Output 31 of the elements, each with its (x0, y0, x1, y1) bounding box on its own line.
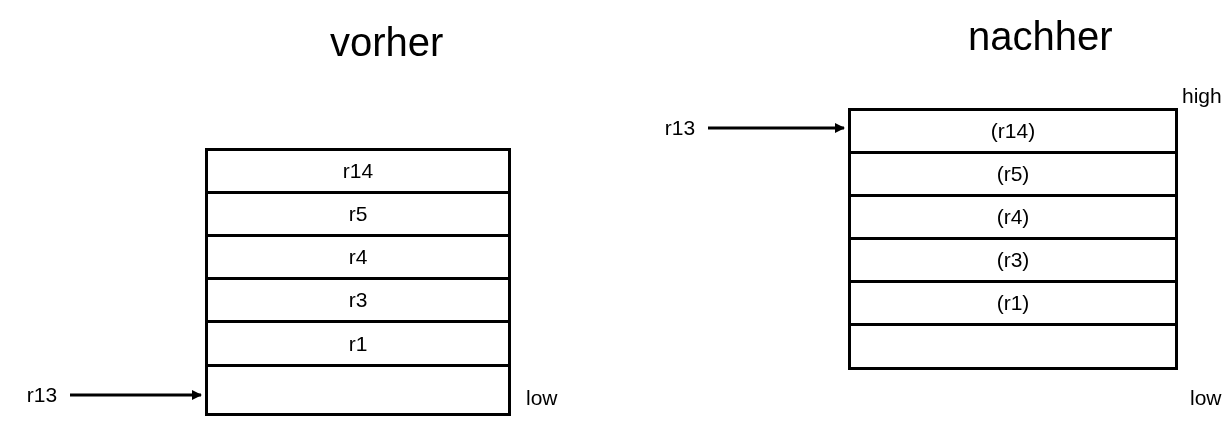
register-name: (r1) (996, 291, 1030, 315)
stack-cell (205, 364, 511, 416)
arrow (70, 390, 202, 400)
register-name: (r3) (996, 248, 1030, 272)
stack-cell (848, 323, 1178, 370)
register-name: r1 (348, 331, 368, 356)
register-name: (r14) (990, 119, 1036, 143)
end-label: low (1190, 386, 1222, 410)
end-label: low (526, 386, 558, 410)
stack-cell (205, 148, 511, 194)
register-name: r14 (342, 159, 374, 183)
title: nachher (968, 14, 1113, 59)
register-name: r3 (348, 288, 368, 312)
register-name: r5 (348, 202, 368, 226)
stack-cell (848, 108, 1178, 154)
title: vorher (330, 20, 444, 65)
stack-cell (205, 320, 511, 367)
register-name: (r5) (996, 162, 1030, 186)
stack-cell (848, 237, 1178, 283)
stack-cell (848, 151, 1178, 197)
register-label: r13 (652, 113, 708, 143)
stack-cell (205, 191, 511, 237)
register-label: r13 (14, 380, 70, 410)
end-label: high (1182, 84, 1222, 108)
stack-cell (205, 277, 511, 323)
stack-cell (205, 234, 511, 280)
stack-cell (848, 280, 1178, 326)
arrow (708, 123, 845, 133)
register-name: (r4) (996, 205, 1030, 229)
register-name: r4 (348, 245, 368, 269)
stack-cell (848, 194, 1178, 240)
